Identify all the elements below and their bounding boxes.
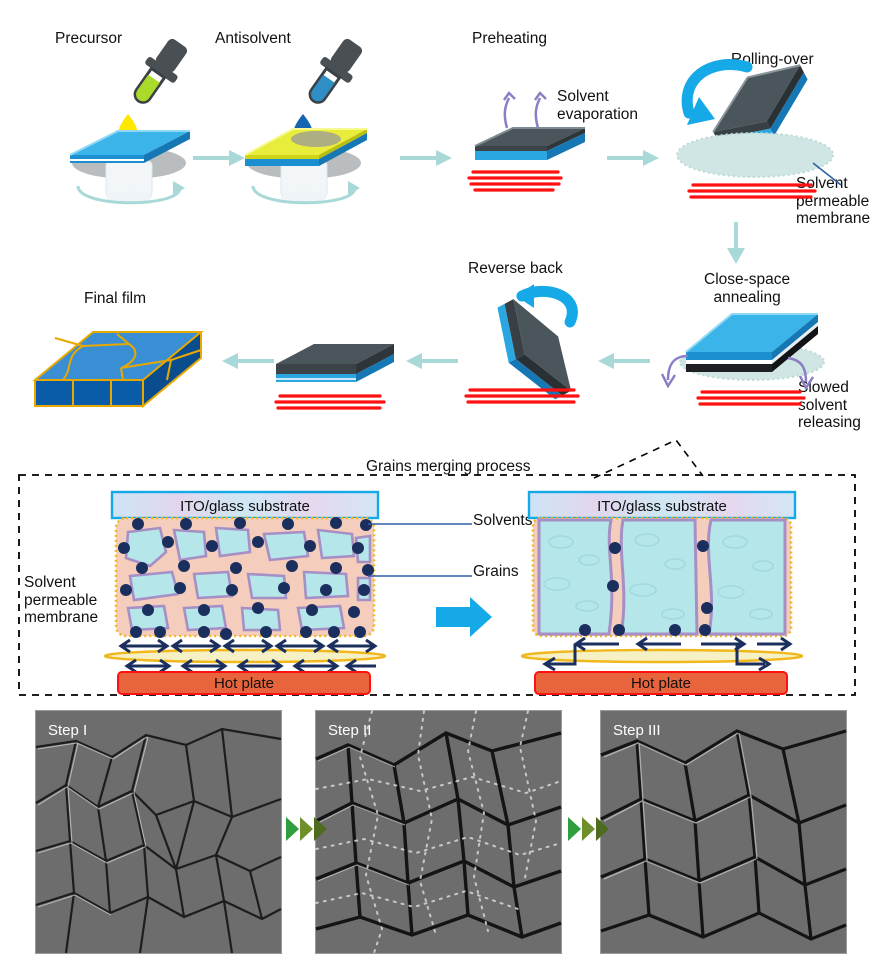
arrow-3 bbox=[607, 150, 659, 166]
callout-title: Grains merging process bbox=[366, 458, 531, 475]
substrate-preheating bbox=[474, 127, 585, 160]
label-rolling-over: Rolling-over bbox=[731, 51, 814, 68]
flux-arrows-right bbox=[542, 636, 793, 672]
arrow-2 bbox=[400, 150, 452, 166]
micrograph-step-2[interactable]: Step II bbox=[315, 710, 562, 954]
callout-box bbox=[18, 474, 856, 696]
evaporation-arrows bbox=[502, 91, 547, 129]
svg-text:Hot plate: Hot plate bbox=[631, 675, 691, 692]
grains-left bbox=[124, 526, 372, 632]
chevron-arrow-1 bbox=[286, 817, 327, 841]
arrow-1 bbox=[193, 150, 245, 166]
leader-membrane bbox=[812, 162, 842, 186]
annealing-stack bbox=[685, 313, 818, 372]
svg-text:ITO/glass substrate: ITO/glass substrate bbox=[180, 498, 310, 515]
svg-text:Hot plate: Hot plate bbox=[214, 675, 274, 692]
hotplate-coil-flipped bbox=[274, 394, 386, 410]
spin-arrow-precursor bbox=[76, 185, 182, 205]
stage-flipped-stack bbox=[268, 318, 428, 428]
hotplate-coil-preheating bbox=[467, 170, 563, 192]
slowed-release-arrows bbox=[660, 354, 815, 391]
hotplate-coil-reverse bbox=[464, 388, 580, 404]
substrate-antisolvent bbox=[244, 128, 367, 166]
arrow-6 bbox=[598, 353, 650, 369]
ito-bar-right bbox=[527, 490, 797, 520]
rolling-arrow bbox=[681, 59, 753, 119]
step-1-label: Step I bbox=[48, 722, 87, 739]
membrane-ellipse bbox=[676, 132, 834, 178]
leader-lines-callout bbox=[368, 523, 472, 577]
solvent-dots-right bbox=[579, 540, 713, 636]
label-grains: Grains bbox=[473, 563, 519, 580]
spin-arrow-antisolvent bbox=[251, 185, 357, 205]
label-reverse-back: Reverse back bbox=[468, 260, 563, 277]
flipped-substrate bbox=[276, 344, 394, 382]
micrograph-step-1[interactable]: Step I bbox=[35, 710, 282, 954]
dropper-antisolvent bbox=[308, 38, 363, 104]
stage-close-space-annealing bbox=[660, 300, 850, 420]
step-2-label: Step II bbox=[328, 722, 371, 739]
hotplate-coil-rolling bbox=[687, 183, 817, 199]
label-membrane-callout: Solvent permeable membrane bbox=[24, 574, 99, 627]
label-precursor: Precursor bbox=[55, 30, 123, 47]
label-antisolvent: Antisolvent bbox=[215, 30, 291, 47]
solvent-dots-left bbox=[118, 517, 374, 640]
stage-preheating bbox=[455, 80, 635, 200]
label-slowed-solvent-releasing: Slowed solvent releasing bbox=[798, 379, 861, 432]
stage-rolling-over bbox=[655, 45, 855, 205]
panel-grains-after: ITO/glass substrate Hot plate bbox=[520, 490, 825, 695]
stage-final-film bbox=[25, 312, 210, 412]
stage-antisolvent bbox=[215, 18, 395, 208]
step-3-label: Step III bbox=[613, 722, 661, 739]
final-film-block bbox=[32, 331, 204, 409]
arrow-4 bbox=[222, 353, 274, 369]
transition-arrow bbox=[436, 597, 492, 637]
label-final-film: Final film bbox=[84, 290, 147, 307]
arrow-5 bbox=[406, 353, 458, 369]
hotplate-left bbox=[117, 671, 371, 695]
flux-arrows-left bbox=[118, 638, 378, 674]
membrane-line-right bbox=[520, 648, 804, 664]
stage-reverse-back bbox=[450, 282, 610, 412]
grain-texture-right bbox=[543, 533, 774, 620]
ito-bar-left bbox=[110, 490, 380, 520]
label-solvents: Solvents bbox=[473, 512, 533, 529]
label-solvent-evaporation: Solvent evaporation bbox=[557, 88, 639, 123]
svg-text:ITO/glass substrate: ITO/glass substrate bbox=[597, 498, 727, 515]
label-preheating: Preheating bbox=[472, 30, 547, 47]
arrow-down bbox=[727, 222, 745, 264]
hotplate-coil-csa bbox=[696, 390, 806, 406]
stage-precursor bbox=[40, 18, 220, 208]
substrate-precursor bbox=[69, 130, 190, 163]
callout-connector bbox=[593, 439, 704, 479]
label-solvent-permeable-membrane: Solvent permeable membrane bbox=[796, 175, 871, 228]
dropper-precursor bbox=[133, 38, 188, 104]
hotplate-right bbox=[534, 671, 788, 695]
panel-grains-before: ITO/glass substrate bbox=[103, 490, 408, 695]
chevron-arrow-2 bbox=[568, 817, 609, 841]
label-close-space-annealing: Close-space annealing bbox=[704, 271, 791, 306]
micrograph-step-3[interactable]: Step III bbox=[600, 710, 847, 954]
grains-right bbox=[537, 518, 787, 636]
